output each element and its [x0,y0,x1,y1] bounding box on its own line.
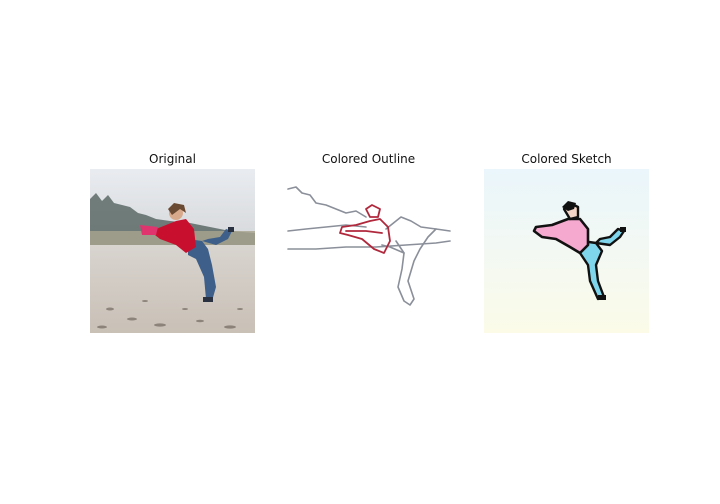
hair [168,203,186,215]
sketch-hair [562,201,576,211]
shoe [203,297,213,302]
outline-leg [395,228,437,306]
panel-title-colored-outline: Colored Outline [321,152,416,166]
colored-outline-image [286,169,451,333]
outline-shirt [339,218,391,254]
outline-head [365,204,381,218]
outline-shirt-inner [345,230,383,234]
panel-title-colored-sketch: Colored Sketch [521,152,612,166]
shoe-back [228,227,234,232]
outline-leg2 [381,244,405,254]
jeans-leg-back [202,229,232,245]
shirt-arm [140,225,158,235]
jeans [188,239,216,301]
outline-treeline [287,186,367,218]
outline-horizon [287,240,451,250]
outline-horizon2 [385,216,451,232]
sand [90,245,255,333]
shirt [150,219,196,253]
panel-title-original: Original [149,152,196,166]
original-image [90,169,255,333]
colored-sketch-image [484,169,649,333]
sketch-shoe [598,295,606,300]
sketch-shoe-back [620,227,626,232]
sketch-background [484,169,649,333]
sketch-shirt [532,217,590,255]
